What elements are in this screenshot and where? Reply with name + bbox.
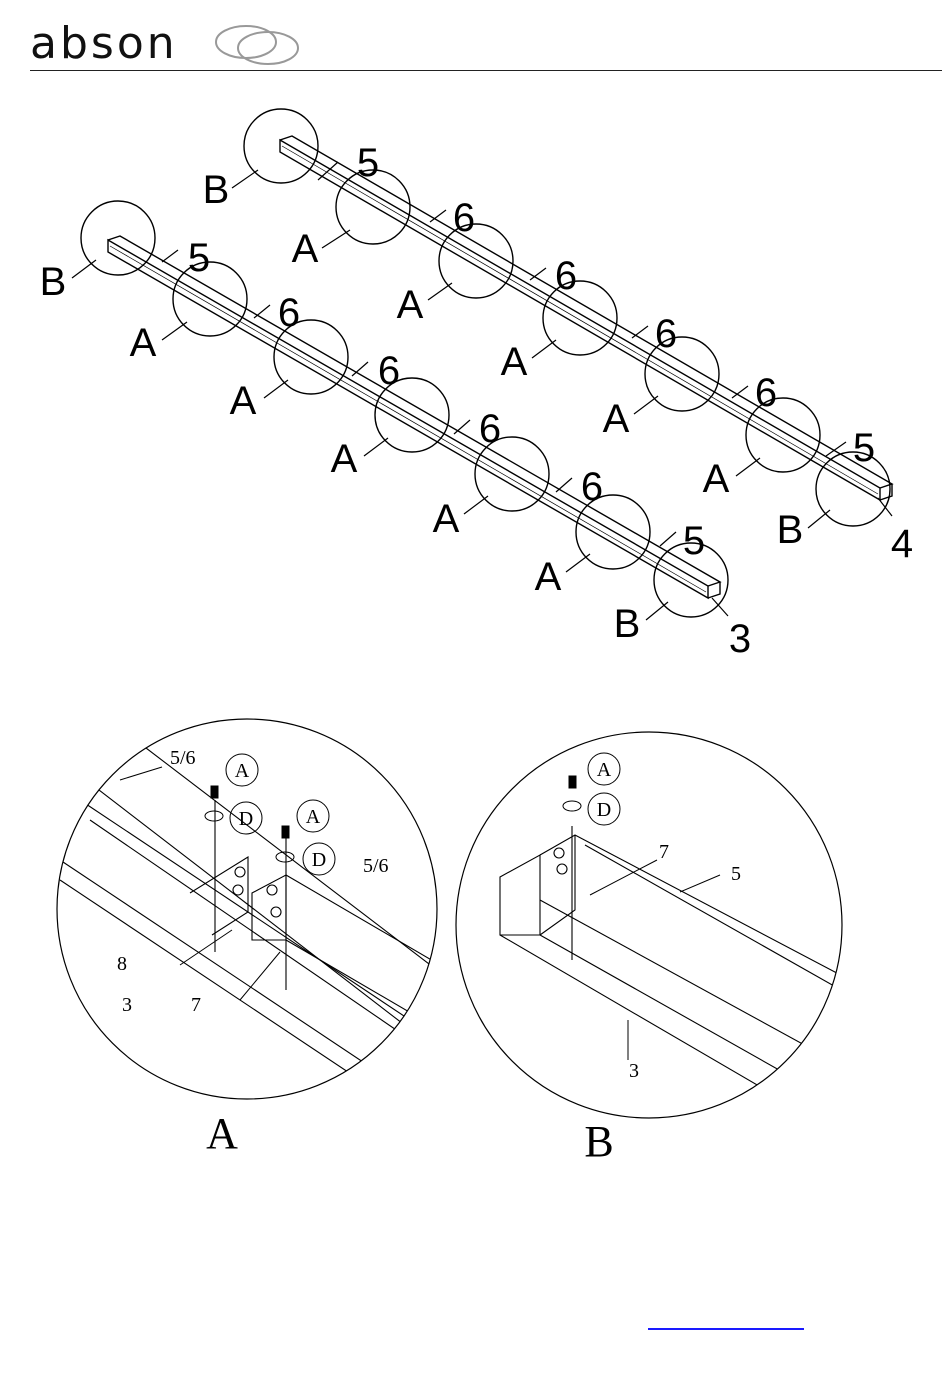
- detail-b-title: B: [584, 1117, 613, 1166]
- part-leader: [660, 532, 676, 546]
- part-label-8: 8: [117, 953, 127, 975]
- callout-leader: [72, 260, 96, 278]
- part-number: 4: [891, 522, 913, 566]
- callout-leader: [464, 496, 488, 514]
- part-number: 5: [357, 141, 379, 185]
- callout-leader: [646, 602, 668, 620]
- detail-a-diagram: A D A D 5/6 5/6 8 3 7 A: [52, 710, 452, 1170]
- detail-b-circle: [456, 732, 842, 1118]
- part-leader: [712, 598, 728, 616]
- callout-letter: B: [614, 602, 641, 646]
- callout-leader: [532, 340, 556, 358]
- part-number: 6: [655, 312, 677, 356]
- part-number: 6: [581, 465, 603, 509]
- callout-leader: [566, 554, 590, 572]
- part-leader: [454, 420, 470, 434]
- part-leader: [556, 478, 572, 492]
- hardware-a: [120, 754, 335, 1000]
- detail-a-title: A: [206, 1109, 238, 1158]
- callout-leader: [322, 230, 350, 248]
- hw-label-a1: A: [235, 760, 250, 782]
- hardware-b: [563, 753, 720, 1060]
- callout-circle: [81, 201, 155, 275]
- hw-label-d2: D: [312, 849, 326, 871]
- callout-leader: [264, 380, 288, 398]
- part-label-7-b: 7: [659, 841, 669, 863]
- part-leader: [254, 305, 270, 318]
- hw-label-d1: D: [239, 808, 253, 830]
- part-leader: [632, 326, 648, 338]
- part-label-7: 7: [191, 994, 201, 1016]
- brand-logo: abson: [30, 22, 178, 66]
- part-number: 5: [853, 426, 875, 470]
- part-leader: [162, 250, 178, 262]
- brand-rings-icon: [208, 22, 304, 68]
- part-number: 5: [683, 519, 705, 563]
- callout-letter: A: [130, 321, 157, 365]
- brand-wordmark: abson: [30, 18, 178, 69]
- header-rule: [30, 70, 942, 71]
- callout-leader: [162, 322, 187, 340]
- part-number: 6: [479, 407, 501, 451]
- callout-letter: A: [501, 340, 528, 384]
- callout-letter: A: [292, 227, 319, 271]
- callout-letter: A: [433, 497, 460, 541]
- part-number: 6: [453, 196, 475, 240]
- part-label-5-6-left: 5/6: [170, 747, 196, 769]
- callout-leader: [736, 458, 760, 476]
- callout-leader: [634, 396, 658, 414]
- hw-label-d-b: D: [597, 799, 611, 821]
- callout-circle: [439, 224, 513, 298]
- callout-letter: A: [397, 283, 424, 327]
- callout-letter: B: [777, 508, 804, 552]
- callout-letter: A: [535, 555, 562, 599]
- part-label-5-b: 5: [731, 863, 741, 885]
- callout-letter: B: [203, 168, 230, 212]
- part-label-3: 3: [122, 994, 132, 1016]
- part-number: 6: [378, 349, 400, 393]
- part-number: 6: [278, 291, 300, 335]
- part-label-3-b: 3: [629, 1060, 639, 1082]
- callout-leader: [808, 510, 830, 528]
- detail-b-diagram: A D 7 5 3 B: [450, 710, 850, 1170]
- part-number: 3: [729, 617, 751, 661]
- hw-label-a-b: A: [597, 759, 612, 781]
- callout-leader: [232, 170, 258, 188]
- part-number: 6: [755, 371, 777, 415]
- callout-letter: A: [603, 397, 630, 441]
- callout-letter: B: [40, 260, 67, 304]
- part-label-5-6-right: 5/6: [363, 855, 389, 877]
- part-number: 5: [188, 236, 210, 280]
- callout-letter: A: [331, 437, 358, 481]
- callout-leader: [428, 283, 452, 300]
- callout-letter: A: [703, 457, 730, 501]
- footer-link[interactable]: [648, 1328, 804, 1330]
- callout-leader: [364, 438, 388, 456]
- hw-label-a2: A: [306, 806, 321, 828]
- callout-letter: A: [230, 379, 257, 423]
- part-number: 6: [555, 254, 577, 298]
